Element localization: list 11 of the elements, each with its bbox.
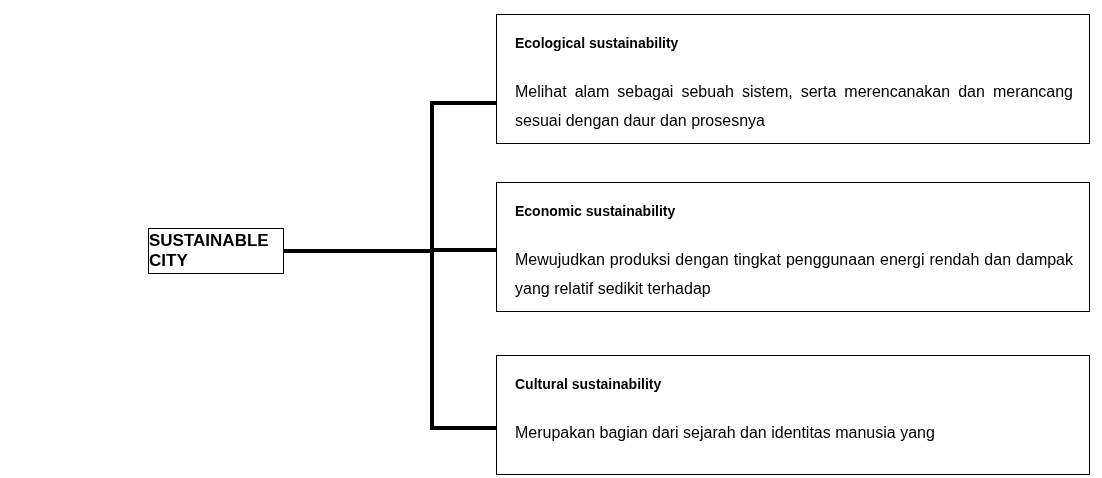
description-box	[496, 355, 1090, 475]
box-description: Mewujudkan produksi dengan tingkat penggunaan energi rendah dan dampak yang relatif sedikit terhadap	[515, 250, 1073, 299]
description-box	[496, 182, 1090, 312]
box-heading: Ecological sustainability	[515, 35, 679, 51]
title-box: SUSTAINABLE CITY	[148, 228, 284, 274]
description-box	[496, 14, 1090, 144]
box-heading: Economic sustainability	[515, 203, 676, 219]
box-description: Merupakan bagian dari sejarah dan identitas manusia yang	[515, 423, 936, 443]
box-heading: Cultural sustainability	[515, 376, 662, 392]
box-description: Melihat alam sebagai sebuah sistem, serta merencanakan dan merancang sesuai dengan daur dan prosesnya	[515, 82, 1073, 131]
connector-line	[284, 249, 496, 430]
